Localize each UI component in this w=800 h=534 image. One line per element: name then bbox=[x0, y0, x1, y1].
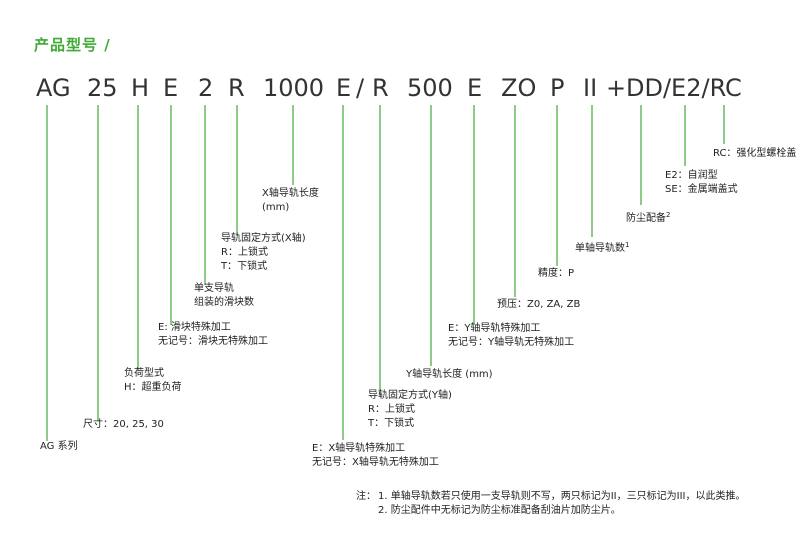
code-rail-count: II bbox=[583, 74, 598, 102]
product-model-title: 产品型号 / bbox=[34, 36, 111, 54]
code-x-fix: R bbox=[228, 74, 245, 102]
label-y-fix-2: R：上锁式 bbox=[368, 404, 415, 415]
notes: 注： 1. 单轴导轨数若只使用一支导轨则不写，两只标记为II，三只标记为III，… bbox=[356, 490, 745, 518]
label-x-spec-1: E：X轴导轨特殊加工 bbox=[312, 443, 406, 454]
label-rail-count: 单轴导轨数1 bbox=[575, 238, 629, 256]
label-dust-footnote: 2 bbox=[666, 211, 671, 219]
label-x-spec-2: 无记号：X轴导轨无特殊加工 bbox=[312, 457, 439, 468]
label-x-fix-1: 导轨固定方式(X轴) bbox=[221, 233, 306, 244]
label-size: 尺寸：20, 25, 30 bbox=[83, 419, 164, 430]
code-slash: / bbox=[356, 74, 365, 102]
label-rail-count-text: 单轴导轨数 bbox=[575, 243, 625, 254]
label-e2: E2：自润型 bbox=[665, 170, 718, 181]
code-block-count: 2 bbox=[198, 74, 214, 102]
label-y-spec-2: 无记号：Y轴导轨无特殊加工 bbox=[448, 337, 575, 348]
label-y-fix-1: 导轨固定方式(Y轴) bbox=[368, 390, 452, 401]
label-x-fix-2: R：上锁式 bbox=[221, 247, 268, 258]
label-load-2: H：超重负荷 bbox=[124, 382, 182, 393]
label-y-fix-3: T：下锁式 bbox=[368, 418, 415, 429]
label-load-1: 负荷型式 bbox=[124, 368, 164, 379]
label-se: SE：金属端盖式 bbox=[665, 184, 738, 195]
label-blocks-1: 单支导轨 bbox=[194, 283, 234, 294]
code-y-spec: E bbox=[467, 74, 483, 102]
note-1: 1. 单轴导轨数若只使用一支导轨则不写，两只标记为II，三只标记为III，以此类… bbox=[378, 491, 746, 502]
label-block-spec-2: 无记号：滑块无特殊加工 bbox=[158, 336, 268, 347]
label-preload: 预压：Z0, ZA, ZB bbox=[497, 299, 581, 310]
code-block-spec: E bbox=[163, 74, 179, 102]
notes-prefix: 注： bbox=[356, 491, 376, 502]
code-y-fix: R bbox=[372, 74, 389, 102]
code-plus: + bbox=[606, 74, 627, 102]
label-x-length-1: X轴导轨长度 bbox=[262, 188, 319, 199]
label-precision: 精度：P bbox=[538, 268, 575, 279]
label-dust: 防尘配备2 bbox=[626, 208, 670, 226]
code-series: AG bbox=[36, 74, 71, 102]
label-blocks-2: 组装的滑块数 bbox=[194, 297, 254, 308]
label-x-fix-3: T：下锁式 bbox=[221, 261, 268, 272]
label-rail-count-footnote: 1 bbox=[625, 241, 630, 249]
label-block-spec-1: E: 滑块特殊加工 bbox=[158, 322, 231, 333]
code-preload: ZO bbox=[501, 74, 537, 102]
notes-spacer bbox=[356, 504, 378, 518]
code-y-length: 500 bbox=[407, 74, 453, 102]
label-series: AG 系列 bbox=[40, 441, 78, 452]
label-y-length: Y轴导轨长度 (mm) bbox=[406, 369, 493, 380]
label-y-spec-1: E：Y轴导轨特殊加工 bbox=[448, 323, 541, 334]
code-x-spec: E bbox=[336, 74, 352, 102]
code-x-length: 1000 bbox=[263, 74, 325, 102]
code-dust: DD/E2/RC bbox=[626, 74, 742, 102]
code-load: H bbox=[131, 74, 150, 102]
code-precision: P bbox=[550, 74, 565, 102]
code-size: 25 bbox=[87, 74, 118, 102]
note-2: 2. 防尘配件中无标记为防尘标准配备刮油片加防尘片。 bbox=[378, 505, 621, 516]
label-dust-text: 防尘配备 bbox=[626, 213, 666, 224]
label-rc: RC：强化型螺栓盖 bbox=[713, 148, 797, 159]
label-x-length-2: (mm) bbox=[262, 202, 290, 213]
